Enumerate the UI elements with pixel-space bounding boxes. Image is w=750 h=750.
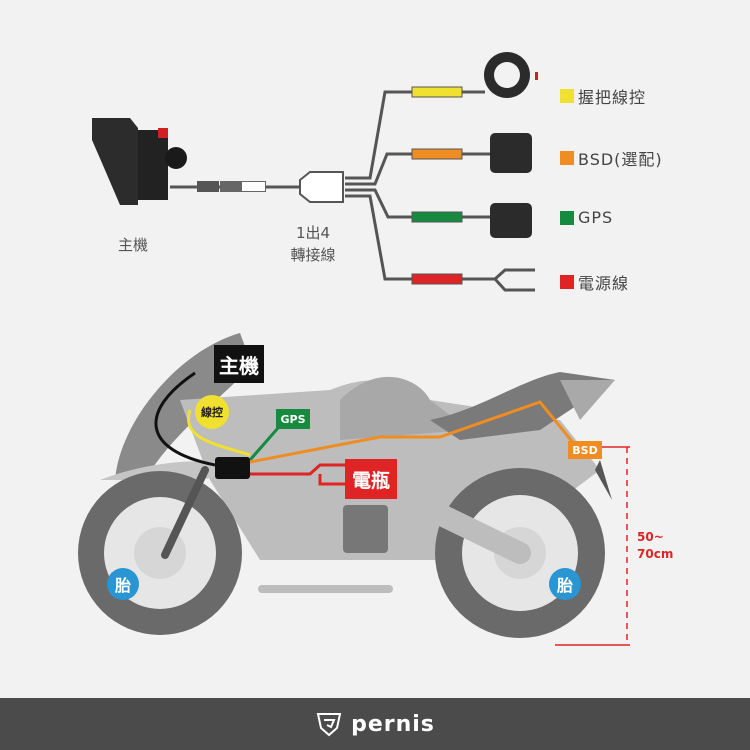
splitter-label-line1: 1出4 (295, 224, 331, 242)
main-unit-device (92, 118, 187, 205)
pernis-logo-icon (316, 713, 342, 737)
height-label-1: 50~ (637, 530, 664, 544)
splitter-connector (299, 171, 344, 203)
gps-tag: GPS (276, 409, 310, 429)
branch-connectors (411, 86, 463, 285)
height-label-2: 70cm (637, 547, 674, 561)
legend-label: GPS (578, 208, 614, 227)
legend-swatch (560, 275, 574, 289)
footer-bar: pernis (0, 698, 750, 750)
splitter-label-line2: 轉接線 (290, 246, 336, 264)
legend-item-power: 電源線 (560, 270, 629, 294)
legend-item-bsd: BSD(選配) (560, 146, 663, 170)
legend-swatch (560, 210, 574, 225)
connector-male (197, 181, 219, 192)
handlebar-remote-device (484, 52, 538, 98)
bike-splitter (215, 457, 250, 479)
legend-item-gps: GPS (560, 208, 613, 227)
height-marker (555, 446, 630, 646)
battery-tag: 電瓶 (345, 459, 397, 499)
main-unit-tag: 主機 (214, 345, 264, 383)
legend-label: 握把線控 (578, 88, 647, 107)
legend-label: 電源線 (578, 274, 630, 293)
bsd-sensor-device (490, 133, 532, 173)
legend-item-handlebar: 握把線控 (560, 84, 646, 108)
legend-swatch (560, 89, 574, 103)
legend-swatch (560, 151, 574, 165)
wire-control-tag: 線控 (195, 395, 229, 429)
bike-wiring (154, 371, 577, 486)
legend-label: BSD(選配) (578, 150, 663, 169)
front-tire-tag: 胎 (107, 568, 139, 600)
bsd-tag: BSD (568, 441, 602, 459)
brand-name: pernis (351, 711, 435, 737)
gps-module-device (490, 203, 532, 238)
main-unit-label: 主機 (118, 236, 149, 254)
rear-tire-tag: 胎 (549, 568, 581, 600)
